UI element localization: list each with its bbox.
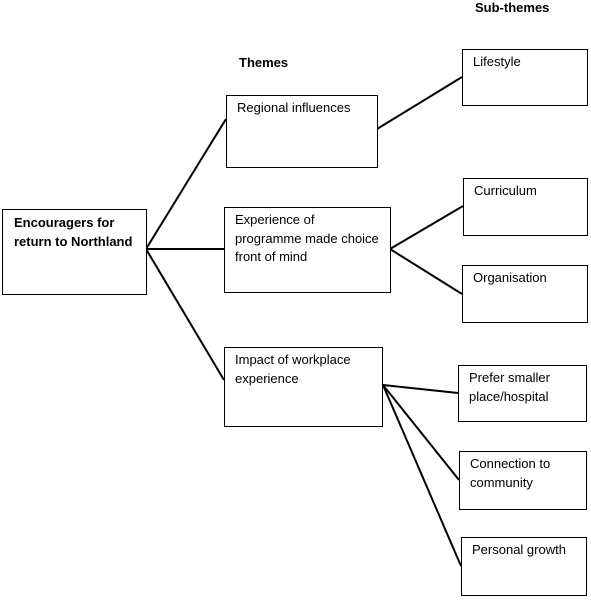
sub-theme-box-curriculum: Curriculum (463, 178, 588, 236)
theme-box-experience-of-programme: Experience of programme made choice fron… (224, 207, 391, 293)
sub-theme-box-prefer-smaller-place: Prefer smaller place/hospital (458, 365, 587, 422)
sub-theme-label-prefer-smaller-place: Prefer smaller place/hospital (469, 370, 550, 404)
sub-themes-heading: Sub-themes (475, 0, 550, 15)
theme-label-impact-of-workplace: Impact of workplace experience (235, 352, 351, 386)
sub-theme-label-personal-growth: Personal growth (472, 542, 566, 557)
connector-root-to-impact-of-workplace (145, 248, 225, 381)
root-node-label: Encouragers for return to Northland (14, 215, 133, 249)
sub-theme-label-curriculum: Curriculum (474, 183, 537, 198)
connector-impact-to-connection (382, 384, 460, 481)
theme-box-impact-of-workplace: Impact of workplace experience (224, 347, 383, 427)
theme-label-regional-influences: Regional influences (237, 100, 351, 115)
connector-regional-to-lifestyle (376, 76, 463, 130)
connector-impact-to-prefer-smaller (382, 384, 459, 394)
connector-root-to-regional-influences (145, 118, 227, 250)
sub-theme-box-organisation: Organisation (462, 265, 588, 323)
connector-experience-to-organisation (389, 248, 463, 295)
sub-theme-box-lifestyle: Lifestyle (462, 49, 588, 106)
sub-theme-label-lifestyle: Lifestyle (473, 54, 521, 69)
themes-heading: Themes (239, 55, 289, 70)
connector-impact-to-personal-growth (382, 384, 462, 567)
sub-theme-label-organisation: Organisation (473, 270, 547, 285)
sub-theme-box-personal-growth: Personal growth (461, 537, 587, 596)
theme-box-regional-influences: Regional influences (226, 95, 378, 168)
sub-theme-box-connection-to-community: Connection to community (459, 451, 587, 510)
theme-label-experience-of-programme: Experience of programme made choice fron… (235, 212, 379, 264)
root-node-box: Encouragers for return to Northland (2, 209, 147, 295)
sub-theme-label-connection-to-community: Connection to community (470, 456, 551, 490)
connector-experience-to-curriculum (389, 205, 464, 250)
